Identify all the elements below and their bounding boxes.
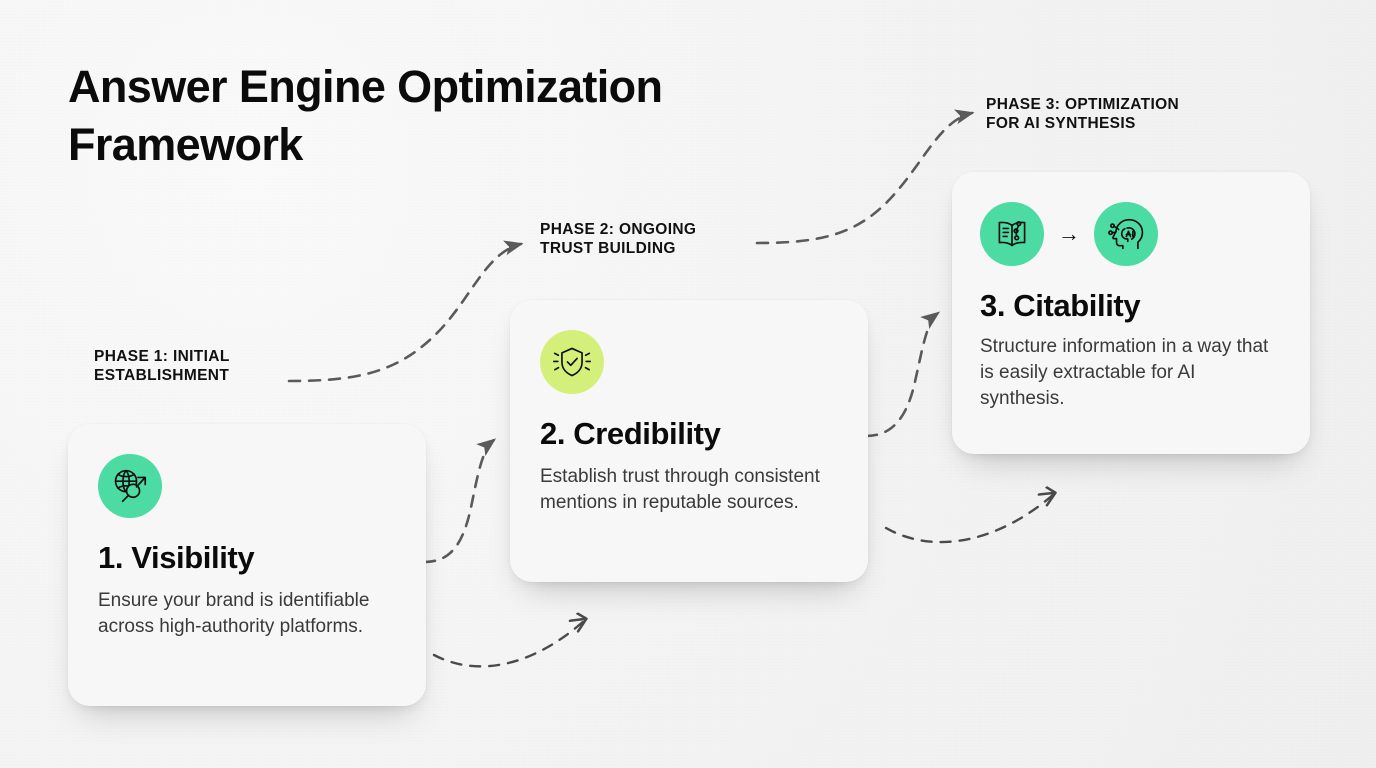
- card-credibility[interactable]: 2. Credibility Establish trust through c…: [510, 300, 868, 582]
- card-credibility-title: 2. Credibility: [540, 416, 721, 451]
- ai-brain-head-icon-badge: [1094, 202, 1158, 266]
- connector-card1-to-card2: [422, 438, 497, 564]
- card-credibility-content: 2. Credibility Establish trust through c…: [510, 300, 868, 516]
- card-citability[interactable]: →: [952, 172, 1310, 454]
- card-visibility-title: 1. Visibility: [98, 540, 255, 575]
- globe-magnifier-growth-icon: [114, 469, 147, 503]
- phase-label-1: PHASE 1: INITIAL ESTABLISHMENT: [94, 348, 230, 384]
- connector-card2-to-card3: [864, 311, 941, 438]
- open-book-icon: [998, 221, 1026, 247]
- connector-lower-arc-left: [432, 620, 585, 668]
- card-visibility[interactable]: 1. Visibility Ensure your brand is ident…: [68, 424, 426, 706]
- card-citability-description: Structure information in a way that is e…: [980, 335, 1269, 410]
- arrow-right-glyph: →: [1058, 221, 1080, 246]
- ai-brain-head-icon: [1108, 218, 1144, 250]
- phase-label-2: PHASE 2: ONGOING TRUST BUILDING: [540, 221, 697, 257]
- card-citability-icons: →: [980, 202, 1276, 266]
- phase-label-3: PHASE 3: OPTIMIZATION FOR AI SYNTHESIS: [986, 96, 1180, 132]
- card-citability-content: →: [952, 172, 1310, 412]
- card-visibility-description: Ensure your brand is identifiable across…: [98, 589, 370, 637]
- card-visibility-icons: [98, 454, 392, 518]
- open-book-icon-badge: [980, 202, 1044, 266]
- shield-check-icon-badge: [540, 330, 604, 394]
- globe-magnifier-growth-icon-badge: [98, 454, 162, 518]
- card-citability-title: 3. Citability: [980, 288, 1141, 323]
- card-visibility-content: 1. Visibility Ensure your brand is ident…: [68, 424, 426, 640]
- card-credibility-description: Establish trust through consistent menti…: [540, 465, 820, 513]
- page-title: Answer Engine Optimization Framework: [68, 61, 663, 170]
- shield-check-icon: [552, 347, 592, 377]
- card-credibility-icons: [540, 330, 834, 394]
- connector-lower-arc-right: [884, 494, 1054, 544]
